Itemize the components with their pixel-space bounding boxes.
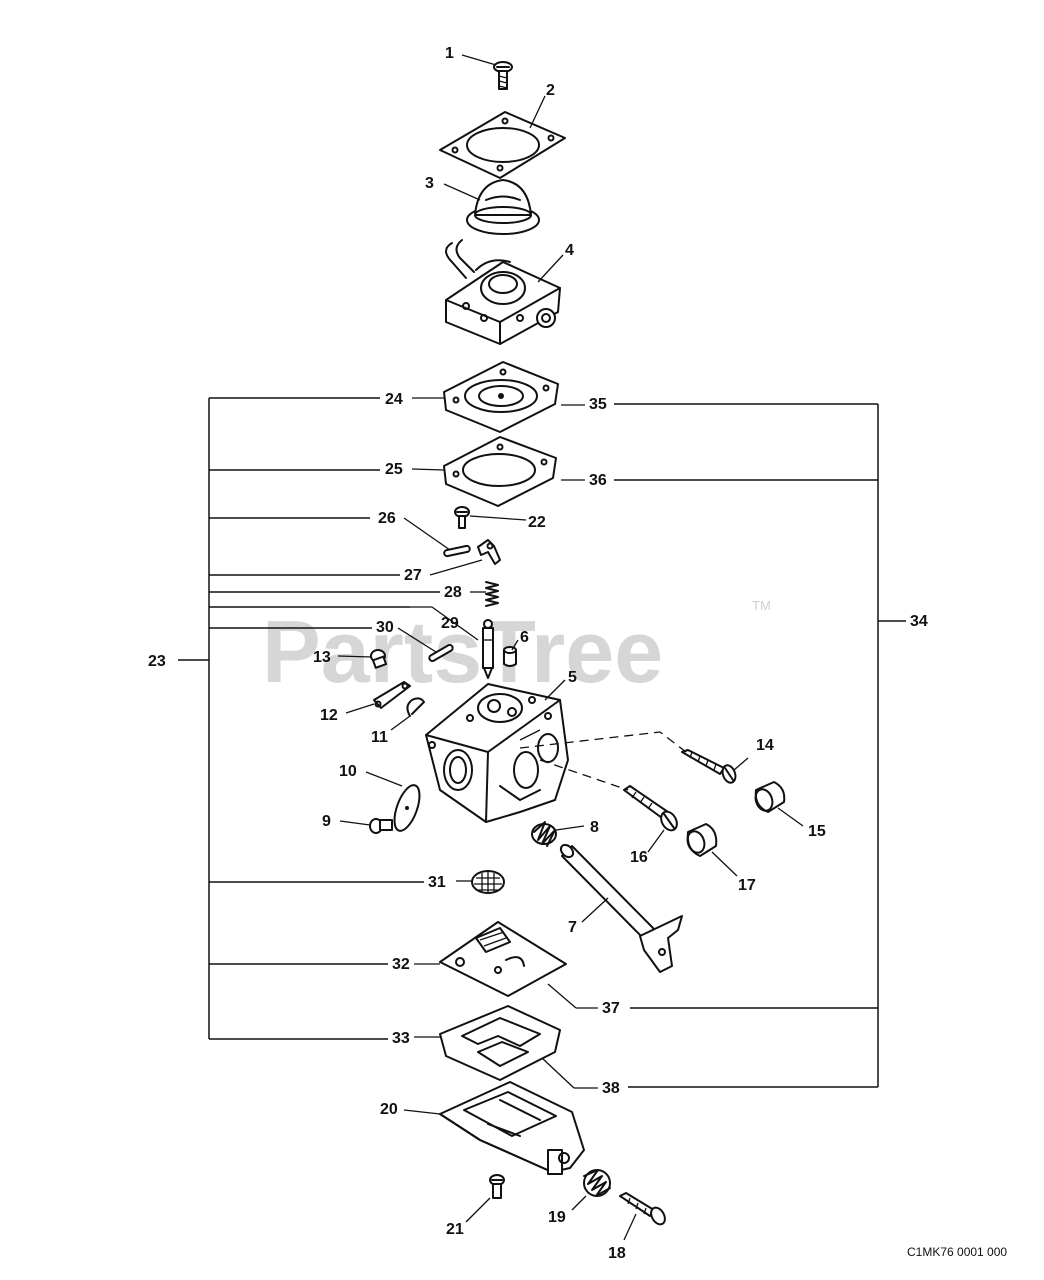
- callout-4: 4: [565, 242, 574, 259]
- callout-29: 29: [441, 615, 459, 632]
- diagram-code: C1MK76 0001 000: [907, 1245, 1007, 1259]
- part-7-throttle-shaft: [559, 843, 683, 973]
- callout-15: 15: [808, 823, 826, 840]
- part-14-adjusting-screw: [681, 749, 737, 784]
- part-22-screw: [454, 506, 470, 529]
- callout-25: 25: [385, 461, 403, 478]
- watermark-brand: PartsTree: [262, 602, 663, 701]
- part-5-carburetor-body: [425, 683, 569, 823]
- callout-37: 37: [602, 1000, 620, 1017]
- part-15-cap: [754, 781, 786, 813]
- part-1-screw: [493, 61, 513, 90]
- callout-27: 27: [404, 567, 422, 584]
- part-16-adjusting-screw: [623, 785, 678, 832]
- callout-2: 2: [546, 82, 555, 99]
- part-25-gasket: [443, 436, 557, 507]
- callout-34: 34: [910, 613, 928, 630]
- part-20-cover: [439, 1081, 585, 1175]
- callout-14: 14: [756, 737, 774, 754]
- callout-26: 26: [378, 510, 396, 527]
- callout-22: 22: [528, 514, 546, 531]
- part-24-diaphragm: [443, 361, 559, 433]
- callout-7: 7: [568, 919, 577, 936]
- callout-36: 36: [589, 472, 607, 489]
- callout-13: 13: [313, 649, 331, 666]
- callout-17: 17: [738, 877, 756, 894]
- part-10-disc: [393, 784, 421, 832]
- part-30-pin: [428, 644, 454, 662]
- callout-28: 28: [444, 584, 462, 601]
- part-33-gasket: [439, 1005, 561, 1081]
- callout-20: 20: [380, 1101, 398, 1118]
- part-32-gasket: [439, 921, 567, 997]
- part-19-spring: [583, 1169, 611, 1197]
- callout-9: 9: [322, 813, 331, 830]
- part-18-screw: [619, 1192, 666, 1226]
- callout-23: 23: [148, 653, 166, 670]
- callout-16: 16: [630, 849, 648, 866]
- callout-33: 33: [392, 1030, 410, 1047]
- callout-31: 31: [428, 874, 446, 891]
- watermark-trademark: TM: [752, 598, 771, 613]
- part-13-screw: [370, 649, 388, 669]
- part-9-screw: [369, 818, 393, 834]
- callout-5: 5: [568, 669, 577, 686]
- part-21-screw: [489, 1174, 505, 1199]
- part-12-lever: [373, 681, 411, 709]
- bracket-34: [614, 403, 906, 1088]
- callout-10: 10: [339, 763, 357, 780]
- callout-12: 12: [320, 707, 338, 724]
- callout-6: 6: [520, 629, 529, 646]
- callout-1: 1: [445, 45, 454, 62]
- part-17-cap: [686, 823, 718, 857]
- part-26-pin: [443, 544, 471, 558]
- callout-21: 21: [446, 1221, 464, 1238]
- part-27-lever: [477, 539, 501, 565]
- callout-18: 18: [608, 1245, 626, 1262]
- part-29-needle: [482, 619, 494, 679]
- part-11-clip: [406, 697, 425, 717]
- part-4-pump-cover: [445, 239, 561, 345]
- bracket-23: [178, 397, 440, 1040]
- callout-38: 38: [602, 1080, 620, 1097]
- part-31-filter-screen: [471, 870, 505, 894]
- part-2-cover-plate: [439, 111, 566, 179]
- callout-24: 24: [385, 391, 403, 408]
- part-6-cap: [503, 646, 517, 667]
- part-28-spring: [485, 581, 499, 607]
- part-3-primer-bulb: [466, 179, 540, 235]
- callout-11: 11: [371, 729, 388, 746]
- part-8-spring: [531, 821, 557, 847]
- callout-35: 35: [589, 396, 607, 413]
- callout-8: 8: [590, 819, 599, 836]
- callout-32: 32: [392, 956, 410, 973]
- callout-30: 30: [376, 619, 394, 636]
- leader-lines: [337, 54, 804, 1241]
- callout-labels: 1 2 3 4 5 6 7 8 9 10 11 12 13 14 15 16 1…: [148, 45, 928, 1262]
- callout-3: 3: [425, 175, 434, 192]
- callout-19: 19: [548, 1209, 566, 1226]
